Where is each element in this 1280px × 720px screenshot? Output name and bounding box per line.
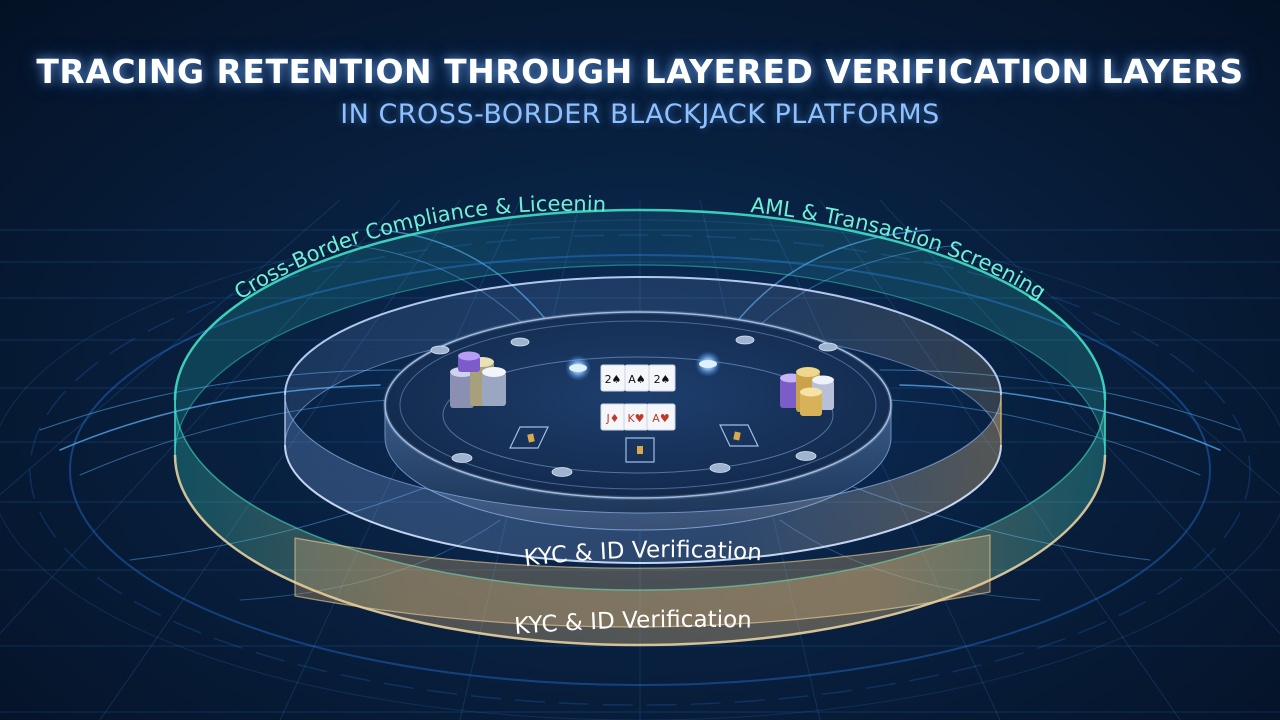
player-cards: J♦ K♥ A♥ xyxy=(600,403,676,431)
chip-stack-left xyxy=(450,351,506,408)
inner-ring-front xyxy=(284,394,1002,564)
page-subtitle: IN CROSS-BORDER BLACKJACK PLATFORMS xyxy=(340,99,940,130)
player-card-1: J♦ xyxy=(605,412,619,425)
player-card-3: A♥ xyxy=(652,412,669,425)
chip-stack-right xyxy=(780,367,834,416)
player-card-2: K♥ xyxy=(627,412,644,425)
outer-ring-compliance xyxy=(173,208,1107,456)
dealer-card-1: 2♠ xyxy=(605,373,622,386)
dealer-card-3: 2♠ xyxy=(654,373,671,386)
page-title: TRACING RETENTION THROUGH LAYERED VERIFI… xyxy=(36,52,1244,91)
dealer-card-2: A♠ xyxy=(628,373,645,386)
dealer-cards: 2♠ A♠ 2♠ xyxy=(600,364,676,392)
gold-verification-band xyxy=(294,534,991,628)
title-block: TRACING RETENTION THROUGH LAYERED VERIFI… xyxy=(0,52,1280,130)
outer-ring-front xyxy=(173,399,1107,647)
